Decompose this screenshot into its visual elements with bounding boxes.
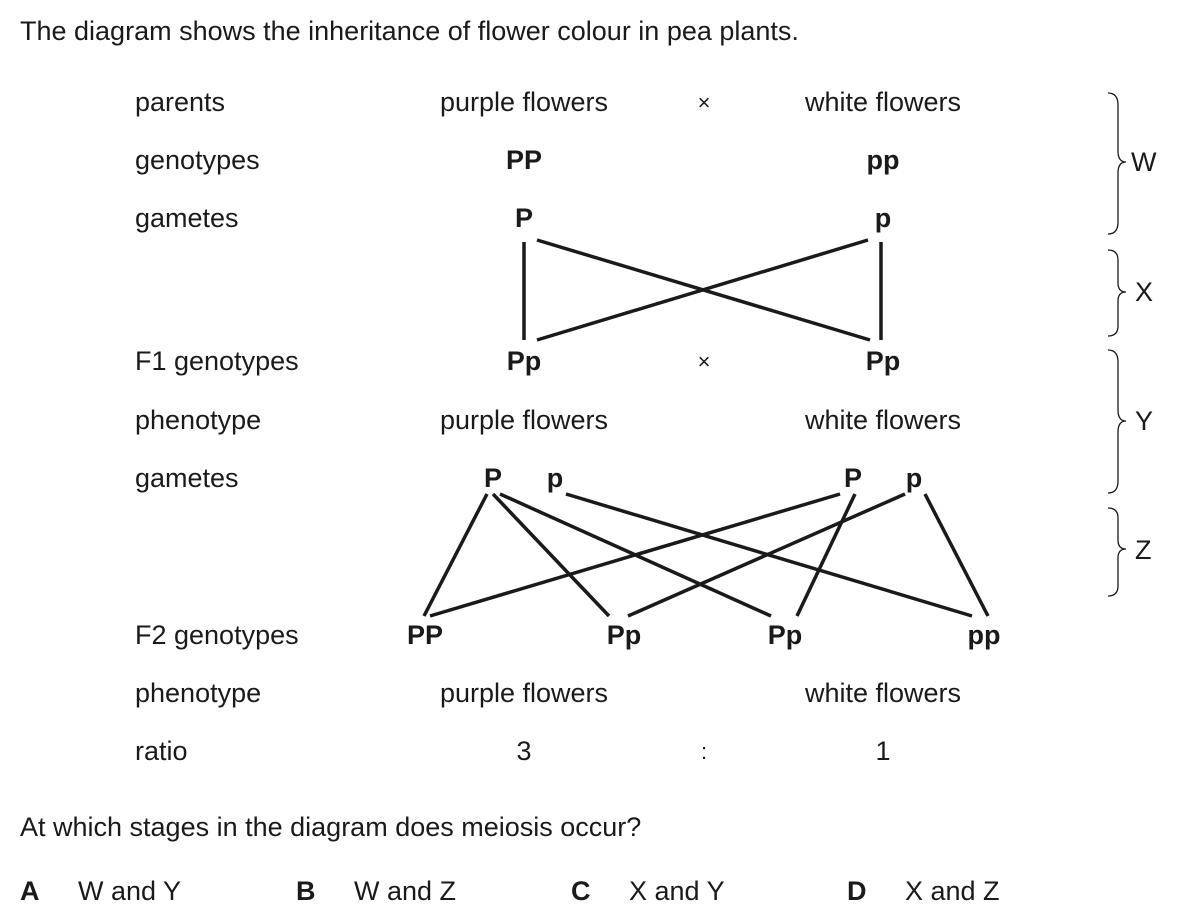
brace-y xyxy=(1107,349,1127,494)
option-a-text[interactable]: W and Y xyxy=(78,876,182,906)
row-label-genotypes: genotypes xyxy=(135,145,260,175)
row-label-f1-genotypes: F1 genotypes xyxy=(135,346,299,376)
ratio-left: 3 xyxy=(516,736,532,766)
f2-genotype-3: Pp xyxy=(767,620,803,650)
f2-line-6 xyxy=(795,493,857,617)
parent-left-phenotype: purple flowers xyxy=(439,87,609,117)
f2-line-7 xyxy=(627,492,906,618)
f2-genotype-2: Pp xyxy=(606,620,642,650)
f1-phenotype-right: white flowers xyxy=(804,405,962,435)
f1-gamete-1: P xyxy=(483,463,503,493)
f2-line-8 xyxy=(923,493,990,617)
parent-left-genotype: PP xyxy=(505,145,543,175)
cross-symbol-parents: × xyxy=(697,90,711,115)
f1-gamete-4: p xyxy=(905,463,923,493)
f2-phenotype-right: white flowers xyxy=(804,678,962,708)
row-label-parents: parents xyxy=(135,87,226,117)
option-d-letter[interactable]: D xyxy=(847,876,867,906)
ratio-separator: : xyxy=(700,739,708,764)
row-label-f2-genotypes: F2 genotypes xyxy=(135,620,299,650)
fertilisation-line-3 xyxy=(536,238,869,342)
row-label-ratio: ratio xyxy=(135,736,188,766)
f1-genotype-left: Pp xyxy=(506,346,542,376)
row-label-phenotype-1: phenotype xyxy=(135,405,262,435)
f2-line-1 xyxy=(422,493,489,617)
parent-right-genotype: pp xyxy=(866,145,900,175)
gamete-parent-right: p xyxy=(874,203,892,233)
row-label-gametes-2: gametes xyxy=(135,463,239,493)
ratio-right: 1 xyxy=(875,736,891,766)
option-d-text[interactable]: X and Z xyxy=(905,876,1000,906)
f2-phenotype-left: purple flowers xyxy=(439,678,609,708)
option-c-letter[interactable]: C xyxy=(571,876,591,906)
intro-text: The diagram shows the inheritance of flo… xyxy=(20,16,799,46)
brace-z xyxy=(1107,507,1127,597)
f1-phenotype-left: purple flowers xyxy=(439,405,609,435)
gamete-parent-left: P xyxy=(514,203,534,233)
f2-genotype-4: pp xyxy=(967,620,1001,650)
f1-gamete-3: P xyxy=(843,463,863,493)
brace-w xyxy=(1107,92,1127,235)
f1-genotype-right: Pp xyxy=(865,346,901,376)
question-text: At which stages in the diagram does meio… xyxy=(20,812,642,842)
stage-label-y: Y xyxy=(1135,406,1154,436)
brace-x xyxy=(1107,249,1127,337)
f2-line-2 xyxy=(491,492,611,618)
option-b-letter[interactable]: B xyxy=(296,876,316,906)
parent-right-phenotype: white flowers xyxy=(804,87,962,117)
stage-label-z: Z xyxy=(1135,535,1152,565)
f1-gamete-2: p xyxy=(546,463,564,493)
cross-symbol-f1: × xyxy=(697,349,711,374)
option-c-text[interactable]: X and Y xyxy=(629,876,725,906)
f2-genotype-1: PP xyxy=(406,620,444,650)
stage-label-w: W xyxy=(1131,147,1157,177)
row-label-phenotype-2: phenotype xyxy=(135,678,262,708)
stage-label-x: X xyxy=(1135,277,1154,307)
f2-line-5 xyxy=(429,492,841,618)
option-b-text[interactable]: W and Z xyxy=(354,876,457,906)
option-a-letter[interactable]: A xyxy=(20,876,40,906)
row-label-gametes-1: gametes xyxy=(135,203,239,233)
